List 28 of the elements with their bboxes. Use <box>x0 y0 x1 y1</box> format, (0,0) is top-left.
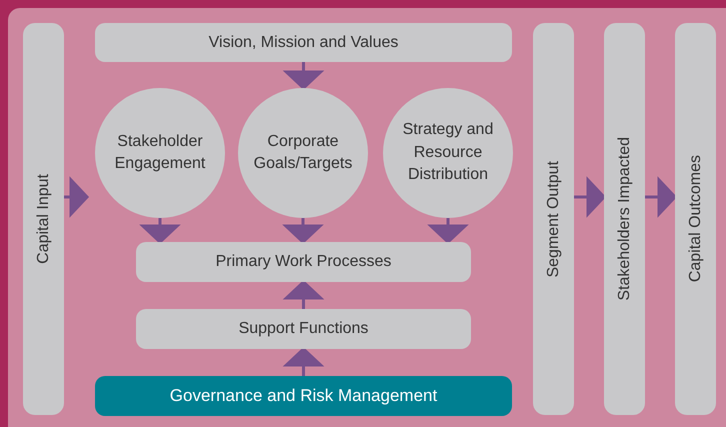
arrow <box>644 178 678 216</box>
column-box <box>23 23 64 415</box>
node-label: Support Functions <box>238 320 368 338</box>
node-label: Primary Work Processes <box>216 253 392 271</box>
node-label: Capital Input <box>34 174 52 264</box>
node-label: Stakeholders Impacted <box>616 137 634 301</box>
process-box <box>136 309 471 349</box>
node-label: Stakeholder Engagement <box>114 132 206 174</box>
arrow <box>285 280 322 310</box>
node-label: Vision, Mission and Values <box>208 34 398 52</box>
arrow <box>62 178 90 216</box>
arrow <box>142 216 178 244</box>
foundation-box <box>95 376 512 416</box>
process-box <box>136 242 471 282</box>
arrow <box>285 346 322 378</box>
arrow <box>572 178 606 216</box>
process-box <box>95 23 512 62</box>
node-label: Corporate Goals/Targets <box>254 132 352 174</box>
arrow <box>285 60 322 90</box>
node-label: Governance and Risk Management <box>170 386 438 406</box>
node-label: Strategy and Resource Distribution <box>402 120 494 186</box>
column-box <box>604 23 645 415</box>
node-label: Capital Outcomes <box>686 155 704 283</box>
node-label: Segment Output <box>544 160 562 278</box>
arrow <box>430 216 466 244</box>
column-box <box>533 23 574 415</box>
arrow <box>284 216 322 244</box>
column-box <box>675 23 716 415</box>
